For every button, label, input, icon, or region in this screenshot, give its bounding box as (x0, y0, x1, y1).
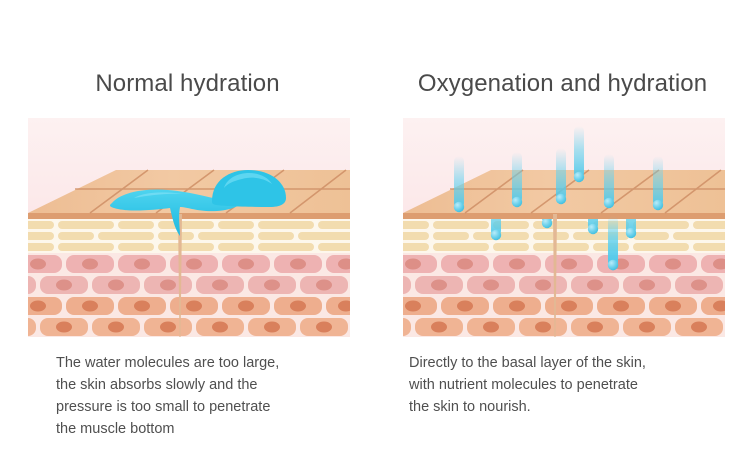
brick-row-2 (403, 232, 725, 240)
water-dome-highlight (224, 173, 272, 188)
cell-row-4 (28, 318, 348, 336)
brick-row-1 (403, 221, 725, 229)
brick-layer-rows (28, 221, 350, 251)
droplet-stream (573, 126, 585, 183)
surface-edge-band (28, 213, 350, 219)
skin-cross-section-svg (28, 118, 350, 337)
cell-row-2 (28, 276, 348, 294)
caption-normal-hydration: The water molecules are too large, the s… (56, 355, 280, 437)
cell-row-3 (403, 297, 725, 315)
panel-oxygenation-and-hydration: Oxygenation and hydration (375, 0, 750, 471)
droplet-stream-deepest (607, 216, 619, 271)
skin-cross-section-svg (403, 118, 725, 337)
cell-layer-rows (28, 255, 350, 336)
page-title-oxygenation-and-hydration: Oxygenation and hydration (417, 70, 708, 97)
skin-diagram-oxygenation-and-hydration (403, 118, 725, 337)
water-puddle-highlight (134, 192, 182, 198)
surface-edge-band (403, 213, 725, 219)
cell-row-1 (28, 255, 350, 273)
hair-shaft (553, 214, 557, 337)
brick-row-1 (28, 221, 350, 229)
brick-row-3 (403, 243, 725, 251)
panel-normal-hydration: Normal hydration (28, 70, 350, 437)
droplet-stream (511, 152, 523, 208)
brick-layer-rows (403, 221, 725, 251)
hair-shaft (178, 214, 182, 337)
page-title-normal-hydration: Normal hydration (95, 70, 280, 97)
caption-oxygenation-and-hydration: Directly to the basal layer of the skin,… (409, 355, 646, 415)
droplet-stream (555, 148, 567, 205)
droplet-stream (603, 154, 615, 209)
water-droplet-group (110, 170, 286, 236)
droplet-streams-surface (453, 126, 664, 213)
cell-row-1 (403, 255, 725, 273)
droplet-stream (453, 156, 465, 213)
skin-diagram-normal-hydration (28, 118, 350, 337)
cell-row-3 (28, 297, 350, 315)
brick-row-3 (28, 243, 350, 251)
brick-row-2 (28, 232, 350, 240)
droplet-stream (652, 156, 664, 211)
